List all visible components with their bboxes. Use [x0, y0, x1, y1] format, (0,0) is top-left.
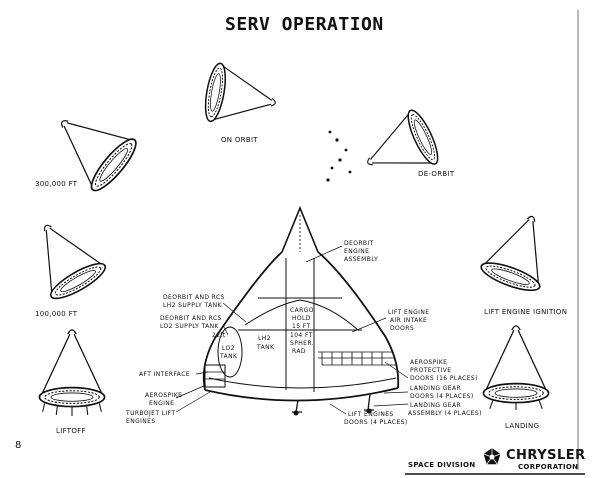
capsule-lift-engine-ignition [477, 205, 563, 297]
label-de-orbit: DE-ORBIT [418, 170, 455, 178]
vehicle-cutaway [202, 205, 400, 416]
label-100000-ft: 100,000 FT [35, 310, 78, 318]
callout-turbojet-1: TURBOJET LIFT [126, 410, 176, 417]
callout-deorbit-engine-2: ENGINE [344, 248, 370, 255]
footer-corporation-name: CHRYSLER [506, 448, 586, 463]
leader-lines [175, 245, 409, 415]
label-lift-engine-ignition: LIFT ENGINE IGNITION [484, 308, 568, 316]
callout-lift-engine-2: AIR INTAKE [390, 317, 428, 324]
callout-aft-interface: AFT INTERFACE [139, 371, 190, 378]
label-landing: LANDING [505, 422, 540, 430]
callout-lh2-supply-1: DEORBIT AND RCS [163, 294, 225, 301]
callout-landing-gear-doors-1: LANDING GEAR [410, 385, 462, 392]
callout-turbojet-2: ENGINES [126, 418, 156, 425]
capsule-on-orbit [201, 61, 282, 133]
capsule-liftoff [38, 329, 106, 416]
callout-landing-gear-doors-2: DOORS (4 PLACES) [410, 393, 474, 400]
footer-division: SPACE DIVISION [408, 461, 476, 469]
callout-dim-22: 22ft [212, 332, 226, 339]
label-on-orbit: ON ORBIT [221, 136, 258, 144]
callout-aerospike-doors-1: AEROSPIKE [410, 359, 448, 366]
callout-aerospike-engine-1: AEROSPIKE [145, 392, 183, 399]
capsule-landing [482, 325, 550, 410]
callout-deorbit-engine-1: DEORBIT [344, 240, 374, 247]
callout-aerospike-engine-2: ENGINE [149, 400, 175, 407]
callout-cargo-3: 15 FT [292, 323, 311, 330]
label-300000-ft: 300,000 FT [35, 180, 78, 188]
callout-aerospike-doors-2: PROTECTIVE [410, 367, 452, 374]
callout-lh2-supply-2: LH2 SUPPLY TANK [163, 302, 222, 309]
callout-cargo-6: RAD [292, 348, 306, 355]
callout-cargo-4: 104 FT [290, 332, 313, 339]
callout-lift-engine-3: DOORS [390, 325, 415, 332]
callout-cargo-5: SPHER. [290, 340, 314, 347]
callout-cargo-2: HOLD [292, 315, 311, 322]
callout-lh2-tank-2: TANK [257, 344, 275, 351]
callout-landing-gear-asm-1: LANDING GEAR [410, 402, 462, 409]
callout-lo2-tank-1: LO2 [222, 345, 235, 352]
callout-lift-engine-1: LIFT ENGINE [388, 309, 430, 316]
label-liftoff: LIFTOFF [56, 427, 86, 435]
flight-path-dots [326, 130, 352, 182]
callout-lo2-tank-2: TANK [220, 353, 238, 360]
callout-lift-engines-doors-1: LIFT ENGINES [348, 411, 394, 418]
callout-lo2-supply-2: LO2 SUPPLY TANK [160, 323, 219, 330]
pentastar-logo-icon [483, 448, 501, 465]
callout-lo2-supply-1: DEORBIT AND RCS [160, 315, 222, 322]
capsule-100000-ft [18, 209, 111, 306]
callout-lh2-tank-1: LH2 [258, 335, 271, 342]
callout-lift-engines-doors-2: DOORS (4 PLACES) [344, 419, 408, 426]
callout-aerospike-doors-3: DOORS (16 PLACES) [410, 375, 478, 382]
callout-deorbit-engine-3: ASSEMBLY [344, 256, 379, 263]
callout-landing-gear-asm-2: ASSEMBLY (4 PLACES) [408, 410, 482, 417]
page-number: 8 [15, 440, 22, 451]
page-title: SERV OPERATION [225, 14, 384, 35]
callout-cargo-1: CARGO [290, 307, 314, 314]
footer-corporation-sub: CORPORATION [518, 463, 579, 471]
